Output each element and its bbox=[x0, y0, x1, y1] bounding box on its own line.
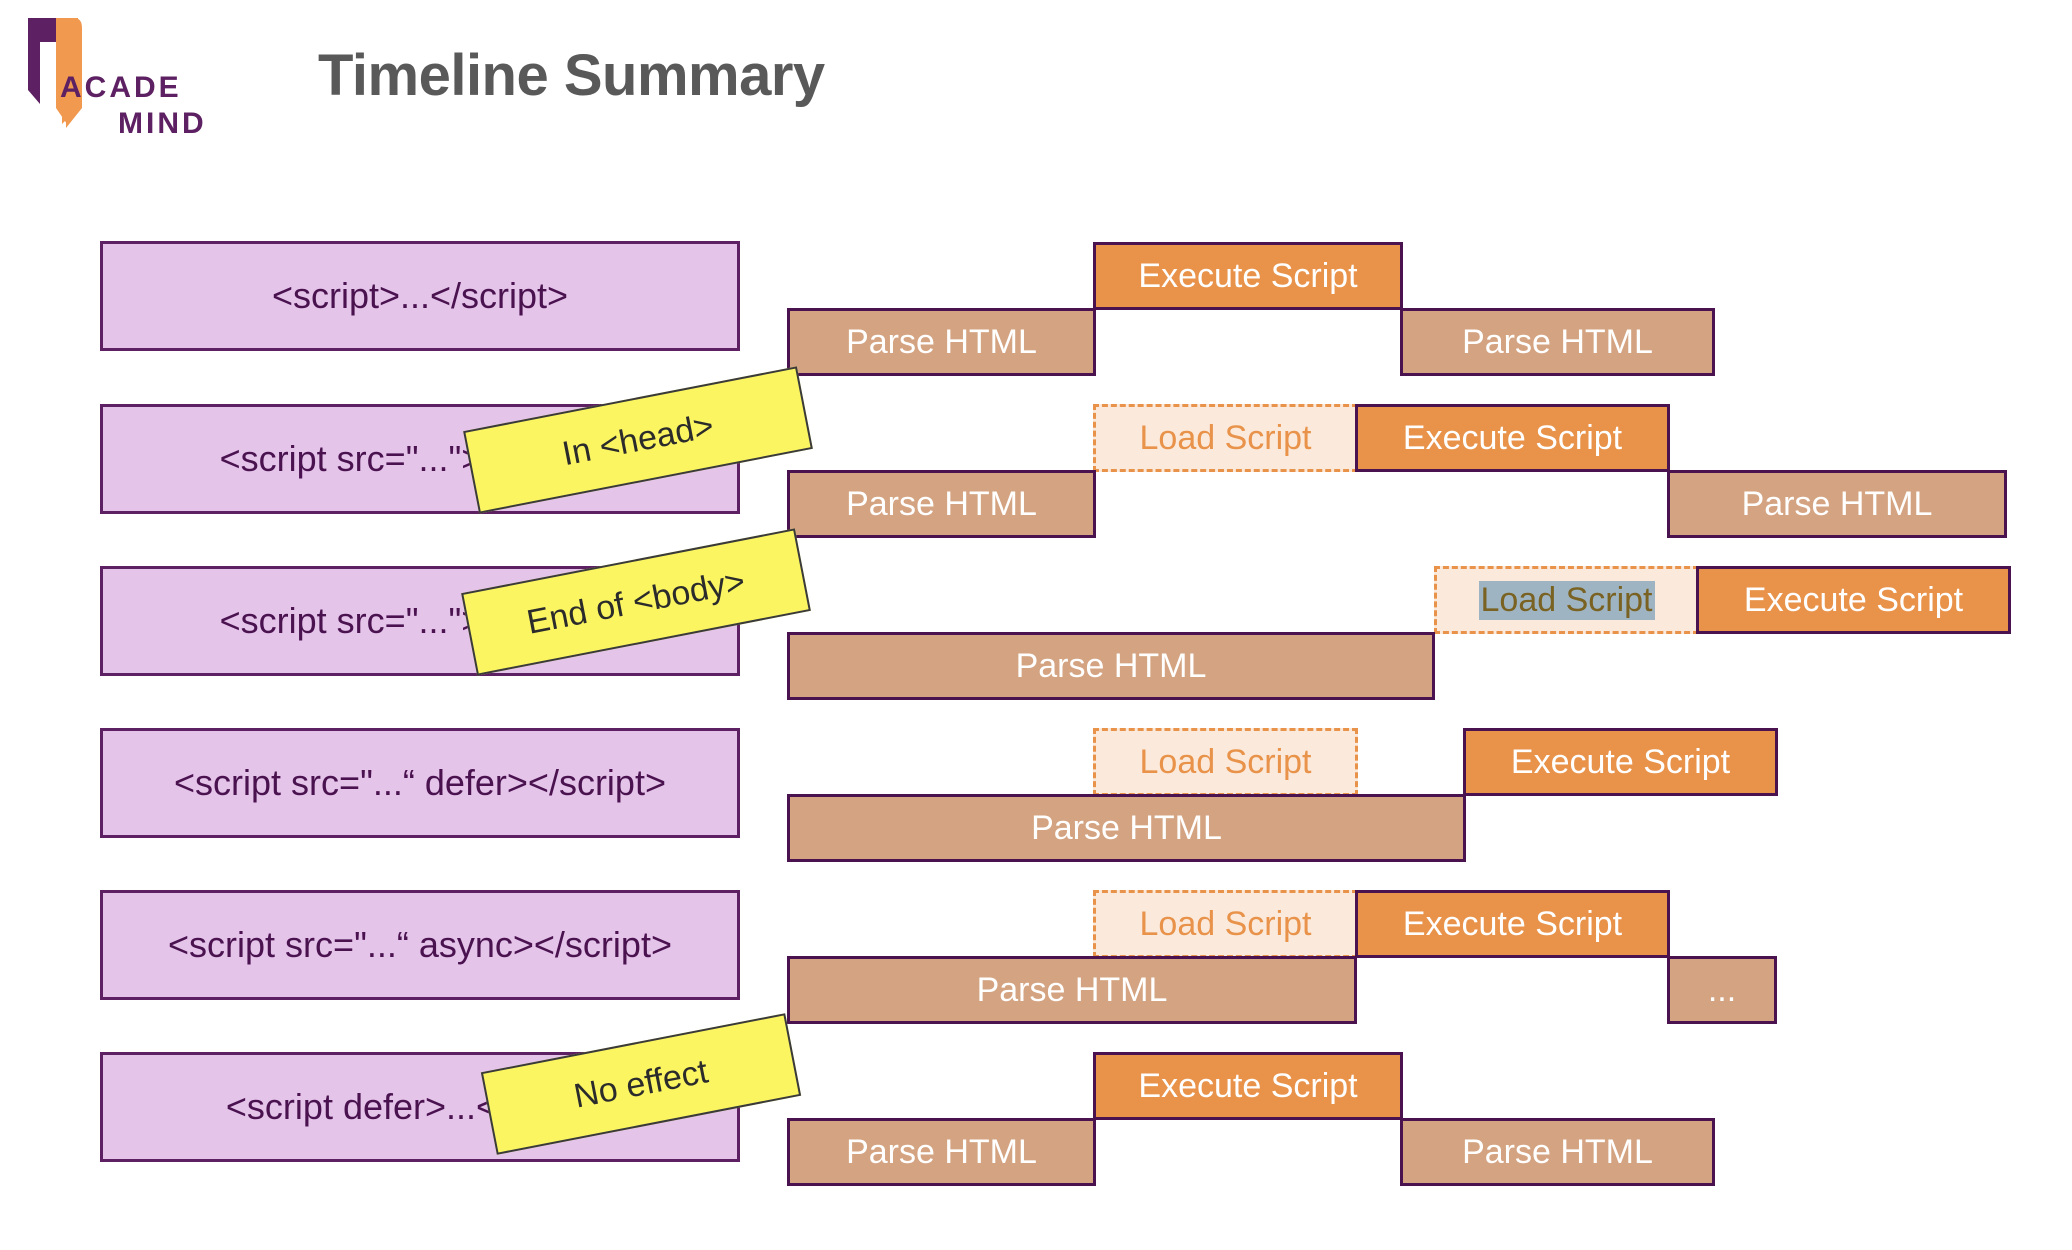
script-tag-label: <script src="...“ defer></script> bbox=[174, 762, 666, 803]
execute-bar-label: Execute Script bbox=[1138, 1066, 1358, 1105]
execute-bar-label: Execute Script bbox=[1402, 418, 1623, 457]
annotation-note-label: In <head> bbox=[559, 406, 717, 473]
execute-bar: Execute Script bbox=[1093, 1052, 1403, 1120]
parse-bar-label: ... bbox=[1707, 970, 1737, 1009]
parse-bar: Parse HTML bbox=[787, 308, 1096, 376]
logo-wordmark: ACADE MIND bbox=[60, 70, 207, 142]
logo-line-1: ACADE bbox=[60, 71, 182, 104]
parse-bar-label: Parse HTML bbox=[1462, 1132, 1653, 1171]
execute-bar: Execute Script bbox=[1355, 404, 1670, 472]
parse-bar-label: Parse HTML bbox=[976, 970, 1168, 1009]
execute-bar-label: Execute Script bbox=[1402, 904, 1623, 943]
parse-bar: Parse HTML bbox=[787, 470, 1096, 538]
parse-bar: Parse HTML bbox=[787, 632, 1435, 700]
load-bar-label: Load Script bbox=[1139, 418, 1312, 457]
parse-bar-label: Parse HTML bbox=[846, 322, 1037, 361]
load-bar: Load Script bbox=[1093, 890, 1358, 958]
parse-bar-label: Parse HTML bbox=[1015, 646, 1207, 685]
parse-bar-label: Parse HTML bbox=[846, 484, 1037, 523]
execute-bar-label: Execute Script bbox=[1510, 742, 1731, 781]
execute-bar-label: Execute Script bbox=[1138, 256, 1358, 295]
execute-bar: Execute Script bbox=[1355, 890, 1670, 958]
parse-bar: Parse HTML bbox=[787, 794, 1466, 862]
execute-bar-label: Execute Script bbox=[1743, 580, 1964, 619]
bookmark-icon bbox=[28, 18, 82, 128]
load-bar: Load Script bbox=[1093, 404, 1358, 472]
parse-bar: Parse HTML bbox=[1400, 1118, 1715, 1186]
execute-bar: Execute Script bbox=[1463, 728, 1778, 796]
execute-bar: Execute Script bbox=[1093, 242, 1403, 310]
parse-bar: Parse HTML bbox=[1667, 470, 2007, 538]
parse-bar-label: Parse HTML bbox=[1741, 484, 1933, 523]
parse-bar-label: Parse HTML bbox=[1031, 808, 1222, 847]
parse-bar-label: Parse HTML bbox=[846, 1132, 1037, 1171]
load-bar: Load Script bbox=[1093, 728, 1358, 796]
parse-bar: Parse HTML bbox=[787, 1118, 1096, 1186]
load-bar-label: Load Script bbox=[1139, 904, 1312, 943]
parse-bar: Parse HTML bbox=[787, 956, 1357, 1024]
page-title: Timeline Summary bbox=[318, 43, 825, 108]
script-tag-box: <script src="...“ async></script> bbox=[100, 890, 740, 1000]
logo-line-2: MIND bbox=[118, 107, 207, 140]
load-bar-label: Load Script bbox=[1139, 742, 1312, 781]
parse-bar-label: Parse HTML bbox=[1462, 322, 1653, 361]
execute-bar: Execute Script bbox=[1696, 566, 2011, 634]
script-tag-label: <script>...</script> bbox=[271, 275, 569, 316]
load-bar: Load Script bbox=[1434, 566, 1699, 634]
annotation-note-label: No effect bbox=[570, 1051, 712, 1116]
script-tag-box: <script src="...“ defer></script> bbox=[100, 728, 740, 838]
academind-logo: ACADE MIND bbox=[22, 12, 252, 142]
parse-bar: ... bbox=[1667, 956, 1777, 1024]
selected-text: Load Script bbox=[1478, 580, 1655, 620]
script-tag-label: <script src="...“ async></script> bbox=[168, 924, 672, 965]
script-tag-box: <script>...</script> bbox=[100, 241, 740, 351]
parse-bar: Parse HTML bbox=[1400, 308, 1715, 376]
